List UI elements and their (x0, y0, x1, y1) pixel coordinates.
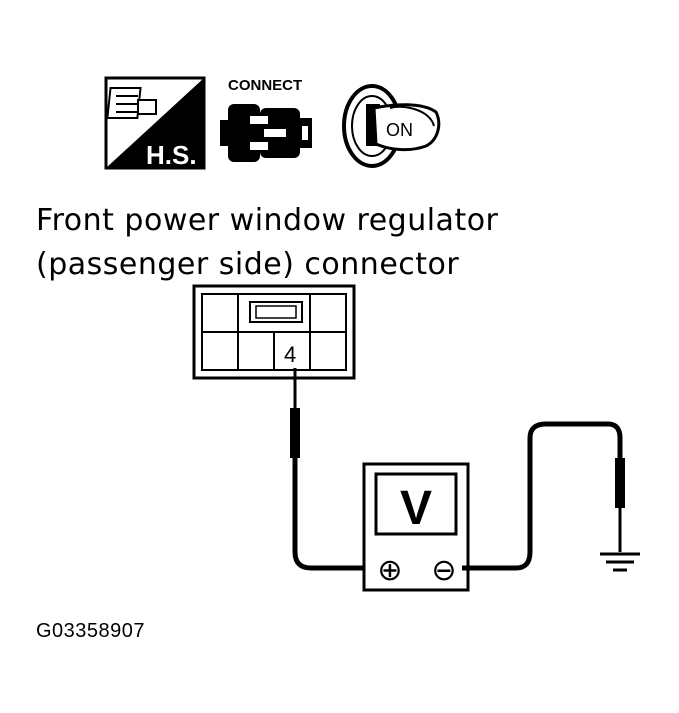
terminal-number: 4 (284, 342, 296, 367)
connector-title-line-2: (passenger side) connector (36, 247, 460, 282)
positive-terminal-icon: ⊕ (377, 553, 402, 588)
voltmeter: V ⊕ ⊖ (362, 462, 470, 592)
negative-terminal-icon: ⊖ (431, 553, 456, 588)
hs-icon-label: H.S. (146, 140, 197, 170)
harness-connector-hs-icon: H.S. (104, 76, 206, 170)
ignition-key-on-icon: ON (342, 84, 441, 168)
ground-icon (600, 552, 640, 572)
key-on-label: ON (386, 120, 413, 140)
voltmeter-display-label: V (400, 482, 432, 535)
connect-icon: CONNECT (220, 77, 312, 162)
connector-face: 4 (192, 284, 356, 380)
connector-title: Front power window regulator (passenger … (36, 199, 656, 287)
positive-test-lead (290, 368, 370, 571)
figure-code: G03358907 (36, 620, 146, 642)
negative-test-lead (462, 421, 625, 571)
connect-icon-label: CONNECT (228, 77, 302, 94)
connector-title-line-1: Front power window regulator (36, 203, 499, 238)
condition-icons: H.S. CONNECT ON (104, 76, 441, 170)
